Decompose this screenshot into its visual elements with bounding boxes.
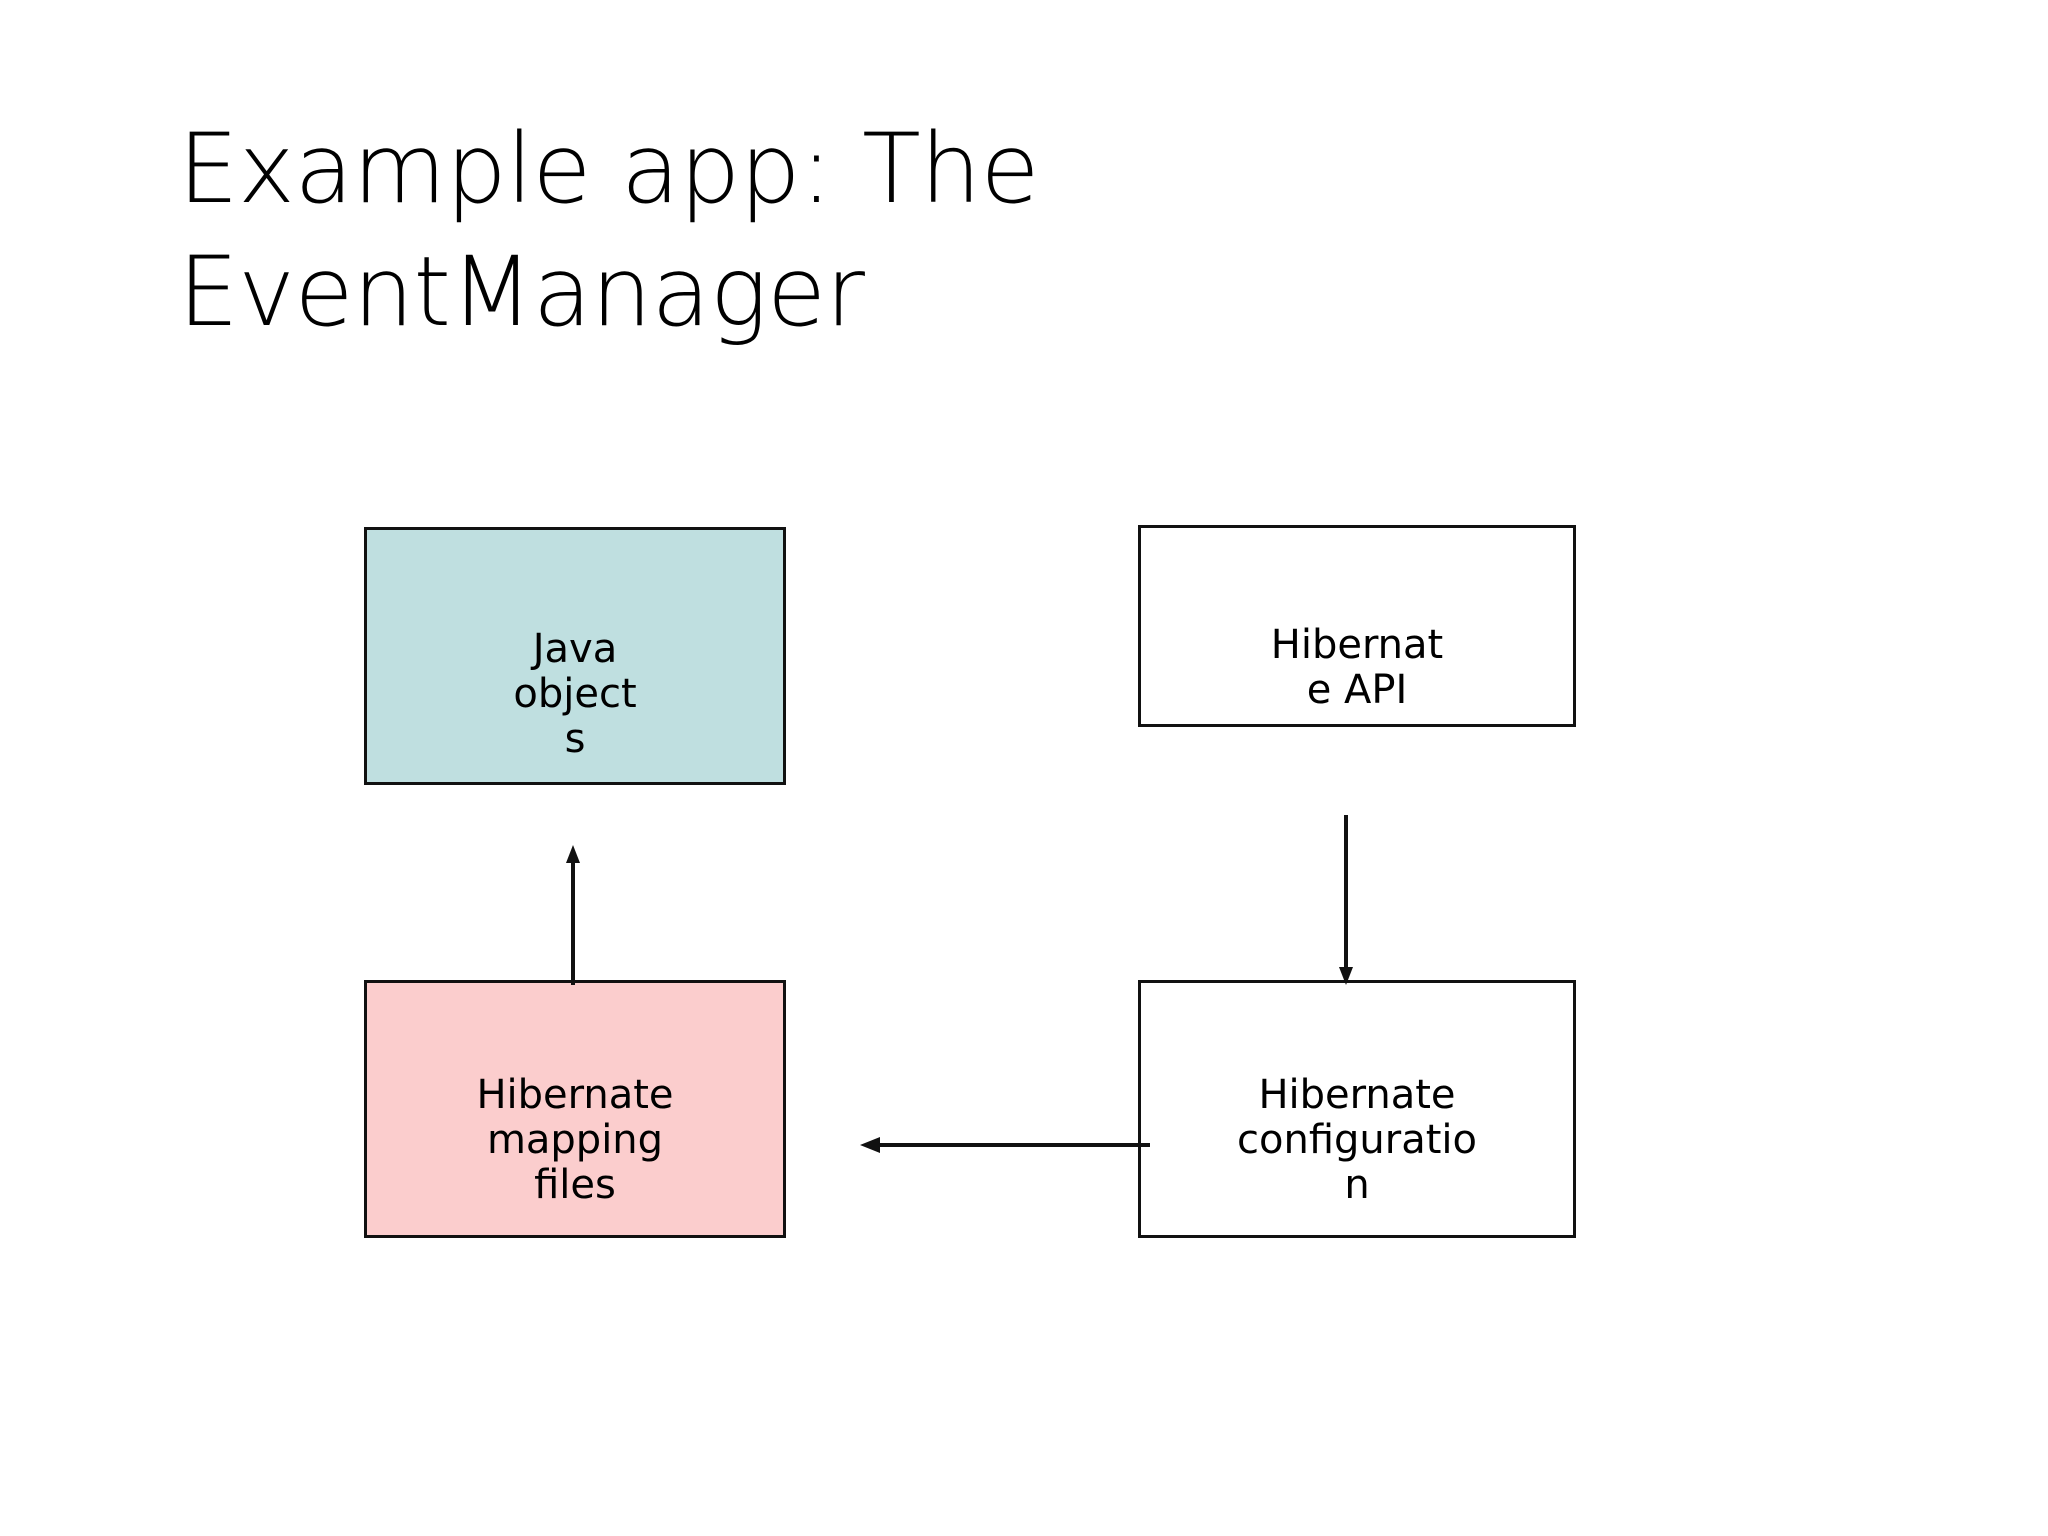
- diagram-node-hibernate-api-label: Hibernat e API: [1270, 622, 1444, 713]
- diagram-node-hibernate-api[interactable]: Hibernat e API: [1138, 525, 1576, 727]
- arrow-mapping-files-to-java-objects: [566, 845, 580, 985]
- diagram-node-hibernate-configuration-label: Hibernate configuratio n: [1237, 1072, 1477, 1208]
- diagram-node-hibernate-mapping-files-label: Hibernate mapping files: [476, 1072, 674, 1208]
- arrow-hibernate-api-to-configuration: [1339, 815, 1353, 985]
- diagram-node-hibernate-configuration[interactable]: Hibernate configuratio n: [1138, 980, 1576, 1238]
- diagram-node-hibernate-mapping-files[interactable]: Hibernate mapping files: [364, 980, 786, 1238]
- diagram-node-java-objects-label: Java object s: [513, 626, 637, 762]
- page-title: Example app: The EventManager: [178, 113, 1040, 348]
- diagram-node-java-objects[interactable]: Java object s: [364, 527, 786, 785]
- arrow-configuration-to-mapping-files: [860, 1137, 1150, 1153]
